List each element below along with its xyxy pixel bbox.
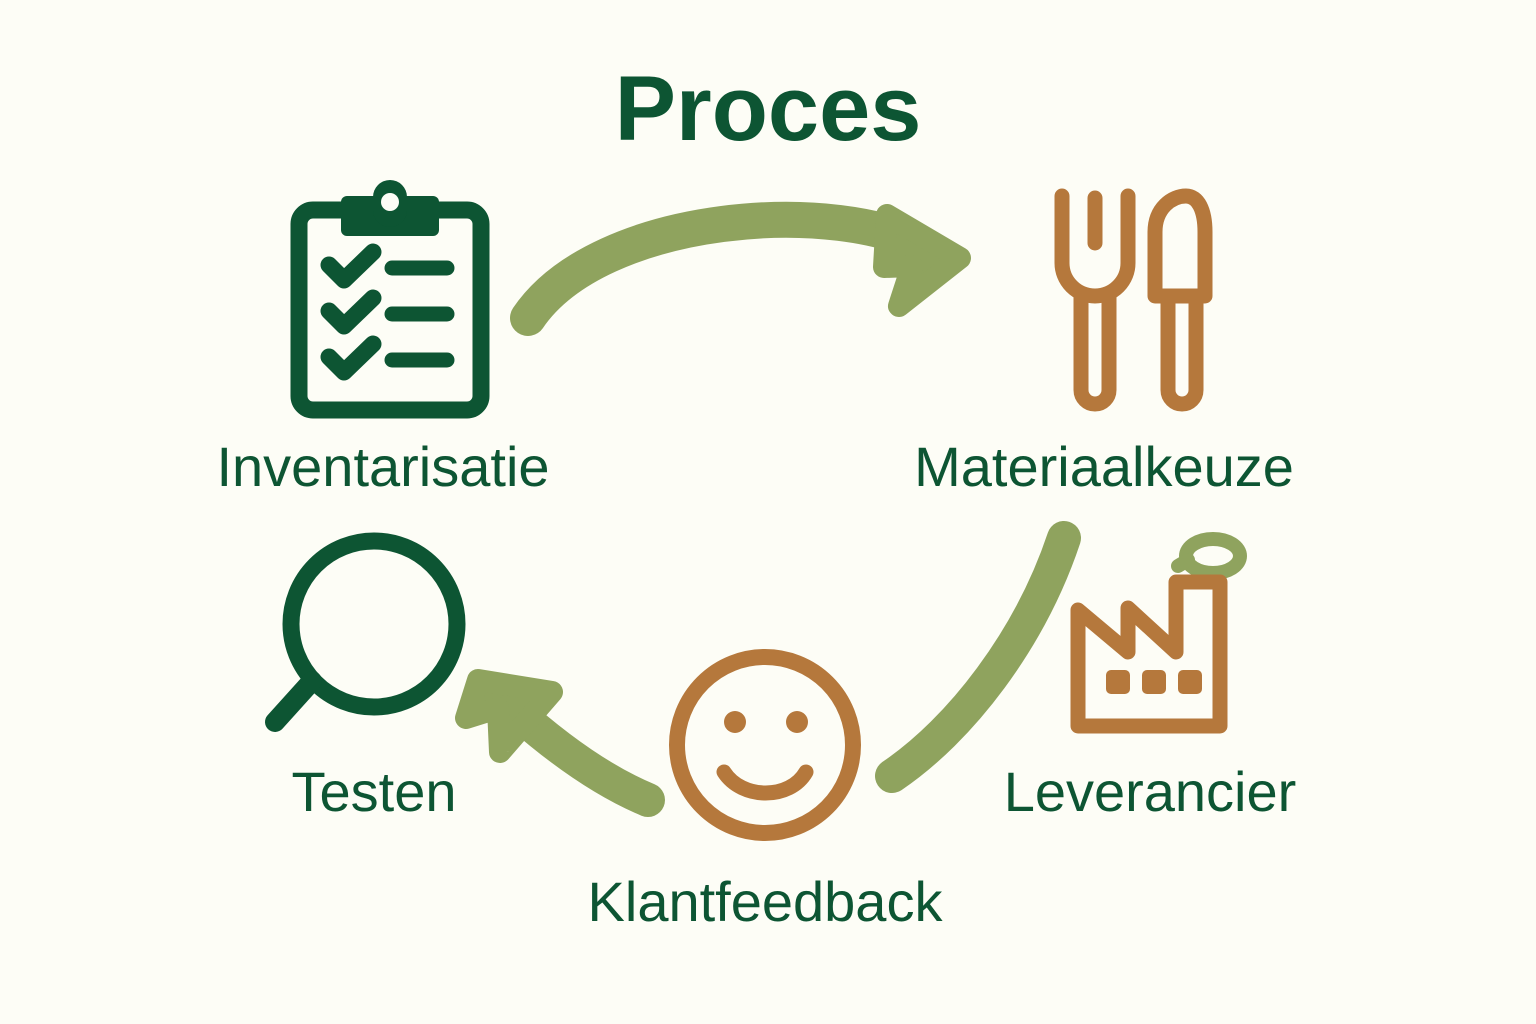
arrow-klantfeedback-to-testen (455, 669, 665, 817)
factory-icon (1070, 532, 1247, 734)
node-label-inventarisatie: Inventarisatie (216, 435, 549, 498)
fork-and-knife-icon (1054, 188, 1213, 412)
smiley-face-icon (669, 649, 861, 841)
node-label-klantfeedback: Klantfeedback (588, 870, 944, 933)
arrow-inventarisatie-to-materiaalkeuze (510, 201, 971, 336)
node-label-testen: Testen (292, 760, 457, 823)
clipboard-checklist-icon (290, 180, 490, 419)
page-title: Proces (615, 58, 922, 160)
node-label-materiaalkeuze: Materiaalkeuze (914, 435, 1294, 498)
magnifying-glass-icon (265, 532, 466, 732)
node-label-leverancier: Leverancier (1004, 760, 1297, 823)
arrow-materiaalkeuze-to-leverancier (875, 521, 1081, 793)
